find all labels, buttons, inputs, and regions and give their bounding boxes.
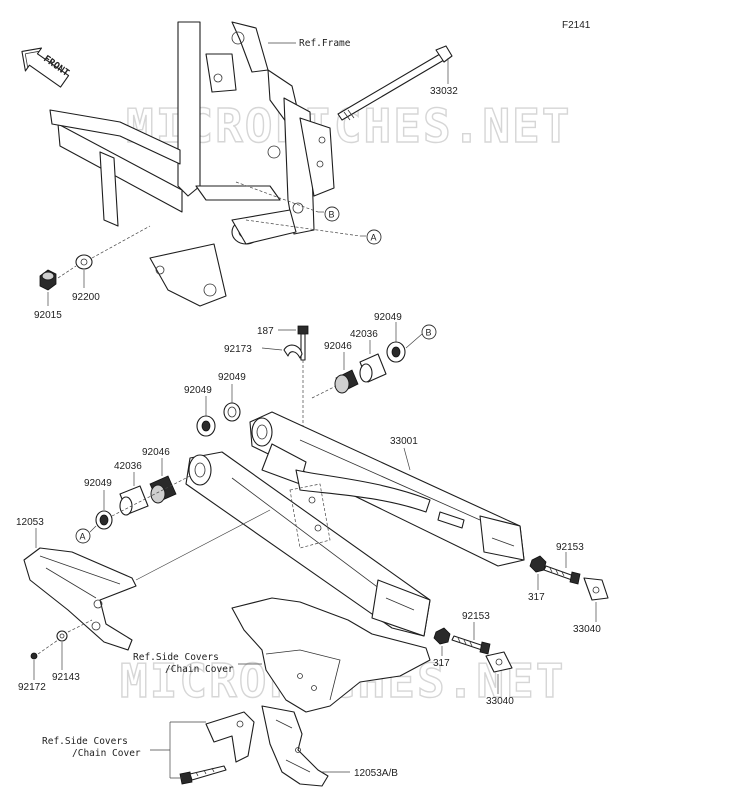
seal-92049-mid-b — [223, 402, 241, 422]
part-92153-mid: 92153 — [462, 611, 490, 622]
part-317-mid: 317 — [433, 658, 450, 669]
ref-side-covers-1-line2: /Chain Cover — [165, 664, 234, 675]
part-92046-top: 92046 — [324, 341, 352, 352]
callout-a-swingarm-label: A — [80, 532, 86, 542]
nut-317-mid — [433, 627, 451, 645]
frame-drawing — [49, 21, 361, 307]
part-33001: 33001 — [390, 436, 418, 447]
ref-side-covers-1-line1: Ref.Side Covers — [133, 652, 219, 663]
chain-cover-12053ab — [261, 705, 329, 787]
part-92049-mid-b: 92049 — [218, 372, 246, 383]
ref-frame-label: Ref.Frame — [299, 38, 351, 49]
callout-b-frame — [324, 206, 340, 222]
part-33040-right: 33040 — [573, 624, 601, 635]
adjuster-plate-33040-mid — [485, 651, 513, 673]
chain-guard-12053 — [23, 547, 137, 651]
part-42036-top: 42036 — [350, 329, 378, 340]
bolt-92153-right — [543, 565, 581, 585]
part-92049-left: 92049 — [84, 478, 112, 489]
part-187: 187 — [257, 326, 274, 337]
part-92173: 92173 — [224, 344, 252, 355]
figure-code: F2141 — [562, 20, 591, 31]
sleeve-42036-left — [119, 485, 149, 516]
part-92153-right: 92153 — [556, 542, 584, 553]
part-92049-top-right: 92049 — [374, 312, 402, 323]
collar-92143 — [56, 630, 68, 642]
part-92046-left: 92046 — [142, 447, 170, 458]
part-33040-mid: 33040 — [486, 696, 514, 707]
bracket-lower — [205, 711, 255, 763]
callout-b-swingarm — [421, 324, 437, 340]
part-92143: 92143 — [52, 672, 80, 683]
callout-a-swingarm — [75, 528, 91, 544]
needle-bearing-92046-left — [149, 475, 177, 504]
screw-92172 — [30, 652, 38, 660]
clip-92173 — [283, 344, 303, 359]
swingarm-33001 — [185, 411, 525, 637]
washer-92200 — [75, 254, 93, 270]
seal-92049-top-right — [386, 341, 406, 363]
seal-92049-mid-a — [196, 415, 216, 437]
part-92049-mid-a: 92049 — [184, 385, 212, 396]
needle-bearing-92046-top — [334, 369, 359, 394]
part-12053: 12053 — [16, 517, 44, 528]
bolt-lower — [179, 765, 227, 785]
part-12053ab: 12053A/B — [354, 768, 398, 779]
part-42036-left: 42036 — [114, 461, 142, 472]
part-92015: 92015 — [34, 310, 62, 321]
ref-side-covers-2-line2: /Chain Cover — [72, 748, 141, 759]
ref-side-covers-2-line1: Ref.Side Covers — [42, 736, 128, 747]
part-92200: 92200 — [72, 292, 100, 303]
callout-a-frame-label: A — [371, 233, 377, 243]
callout-b-swingarm-label: B — [426, 328, 432, 338]
nut-92015 — [39, 269, 57, 291]
side-cover-upper — [231, 597, 431, 713]
pivot-shaft — [337, 45, 453, 121]
sleeve-42036-top — [359, 353, 387, 383]
callout-b-frame-label: B — [329, 210, 335, 220]
bolt-92153-mid — [451, 635, 491, 655]
callout-a-frame — [366, 229, 382, 245]
adjuster-plate-33040-right — [583, 577, 609, 601]
front-arrow-icon — [21, 47, 70, 88]
seal-92049-left — [95, 510, 113, 530]
part-317-right: 317 — [528, 592, 545, 603]
part-92172: 92172 — [18, 682, 46, 693]
part-33032: 33032 — [430, 86, 458, 97]
